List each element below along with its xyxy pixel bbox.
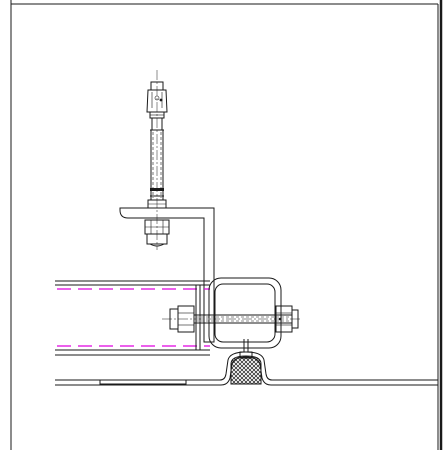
cross-bolt (162, 305, 300, 333)
deck-plate (55, 351, 438, 386)
clevis-head (146, 70, 168, 250)
insulation-infill (230, 355, 262, 385)
angle-bracket (119, 207, 215, 343)
u-bolt-clamp (208, 277, 282, 349)
drawing-frame (10, 0, 443, 450)
rod-nut (144, 199, 170, 247)
threaded-rod (150, 117, 164, 201)
channel-beam (55, 280, 210, 356)
